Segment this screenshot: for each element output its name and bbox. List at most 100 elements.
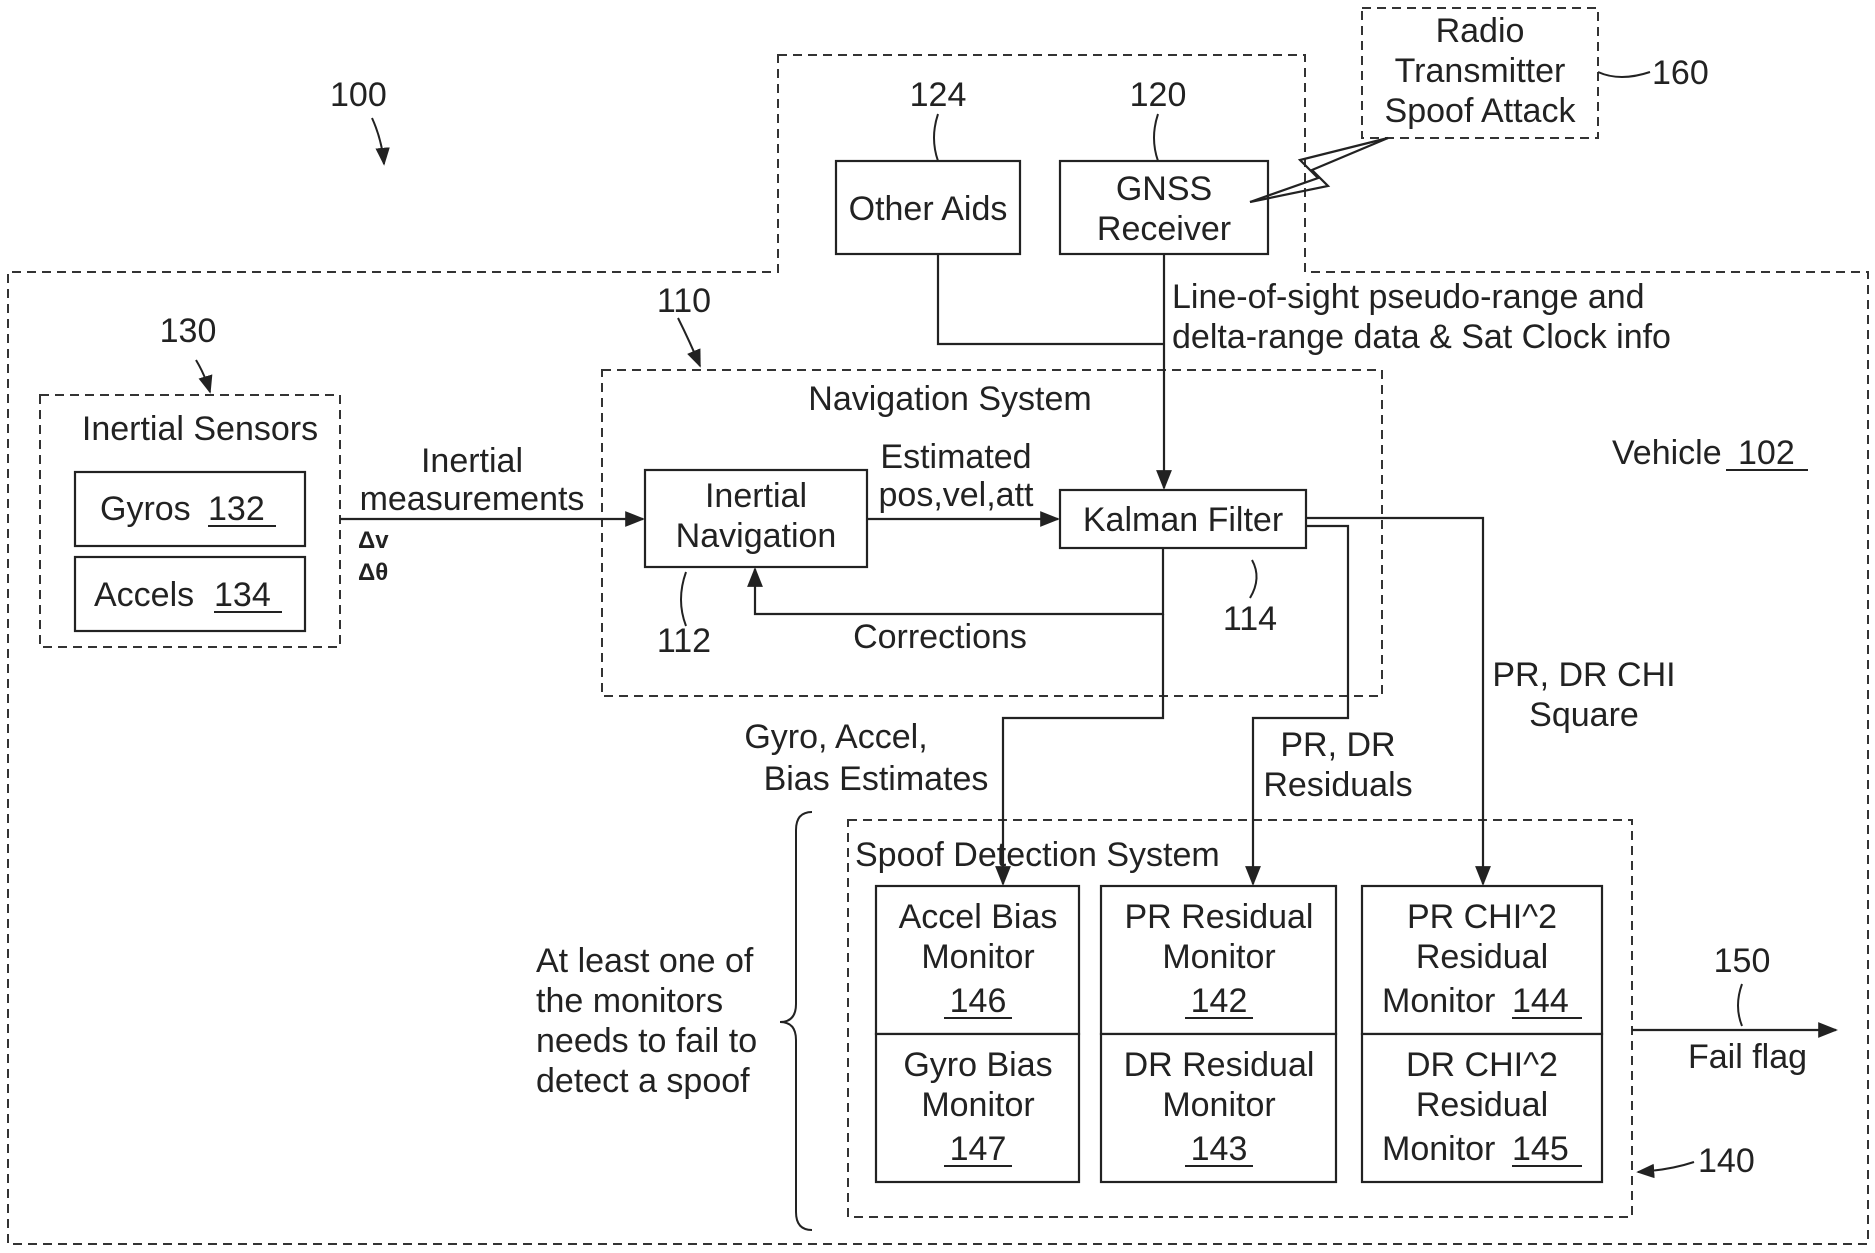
pr-chi-monitor-word: Monitor [1382, 982, 1495, 1020]
ref-112-leader [680, 571, 687, 627]
ref-160: 160 [1652, 54, 1709, 92]
pr-residual-line1: PR Residual [1125, 898, 1314, 936]
ref-150-leader [1737, 983, 1743, 1027]
navigation-system-title: Navigation System [808, 380, 1091, 418]
chi-square-arrow [1306, 516, 1491, 886]
other-aids-line [936, 254, 1164, 346]
gnss-receiver-box [1058, 159, 1270, 256]
delta-theta-label: Δθ [358, 559, 388, 586]
ref-140-arrow [1636, 1161, 1695, 1179]
dr-residual-ref: 143 [1191, 1130, 1248, 1168]
gnss-data-line2: delta-range data & Sat Clock info [1172, 318, 1671, 356]
monitor-brace [779, 811, 813, 1231]
accel-bias-line2: Monitor [921, 938, 1034, 976]
dr-residual-monitor-box [1099, 1032, 1338, 1184]
dr-chi-line1: DR CHI^2 [1406, 1046, 1558, 1084]
inertial-nav-line1: Inertial [705, 477, 807, 515]
dr-chi-line2: Residual [1416, 1086, 1548, 1124]
gyros-label: Gyros [100, 490, 191, 528]
accel-bias-monitor-box [874, 884, 1081, 1036]
residuals-line2: Residuals [1263, 766, 1412, 804]
estimated-line1: Estimated [880, 438, 1031, 476]
spoof-lightning-icon [1249, 136, 1389, 204]
corrections-label: Corrections [853, 618, 1027, 656]
accels-ref: 134 [214, 576, 271, 614]
gnss-label-line1: GNSS [1116, 170, 1212, 208]
ref-130-arrow [195, 359, 213, 394]
spoof-detection-title: Spoof Detection System [855, 836, 1220, 874]
kalman-filter-label: Kalman Filter [1083, 501, 1283, 539]
ref-110: 110 [657, 282, 711, 320]
ref-160-leader [1597, 71, 1651, 78]
pr-residual-monitor-box [1099, 884, 1338, 1036]
pr-chi-line2: Residual [1416, 938, 1548, 976]
chi-square-line1: PR, DR CHI [1492, 656, 1675, 694]
radio-label-line3: Spoof Attack [1385, 92, 1577, 130]
ref-130: 130 [160, 312, 217, 350]
accels-label: Accels [94, 576, 194, 614]
dr-residual-line1: DR Residual [1124, 1046, 1315, 1084]
inertial-measurements-line2: measurements [360, 480, 585, 518]
gyro-bias-line2: Monitor [921, 1086, 1034, 1124]
gyros-box [73, 470, 307, 548]
pr-residual-line2: Monitor [1162, 938, 1275, 976]
pr-residual-ref: 142 [1191, 982, 1248, 1020]
gyros-ref: 132 [208, 490, 265, 528]
other-aids-box [834, 159, 1022, 256]
inertial-sensors-title: Inertial Sensors [82, 410, 318, 448]
bias-estimates-arrow [995, 614, 1165, 886]
estimated-line2: pos,vel,att [879, 476, 1035, 514]
accel-bias-ref: 146 [950, 982, 1007, 1020]
accel-bias-line1: Accel Bias [899, 898, 1058, 936]
ref-100-arrow [371, 117, 390, 166]
inertial-nav-line2: Navigation [676, 517, 837, 555]
ref-120: 120 [1130, 76, 1187, 114]
vehicle-label: Vehicle [1612, 434, 1722, 472]
ref-140: 140 [1698, 1142, 1755, 1180]
gnss-data-line1: Line-of-sight pseudo-range and [1172, 278, 1645, 316]
spoof-detection-box [847, 819, 1633, 1218]
spoof-lightning-icon [1249, 136, 1389, 204]
figure-number: 100 [330, 76, 387, 114]
gyro-bias-line1: Gyro Bias [903, 1046, 1052, 1084]
corrections-arrow [747, 548, 1165, 616]
ref-124: 124 [910, 76, 967, 114]
ref-120-leader [1153, 113, 1159, 162]
monitor-note-line3: needs to fail to [536, 1022, 757, 1060]
accels-box [73, 555, 307, 633]
inertial-sensors-box [39, 394, 341, 648]
pr-chi-ref: 144 [1512, 982, 1569, 1020]
radio-label-line2: Transmitter [1395, 52, 1566, 90]
chi-square-line2: Square [1529, 696, 1639, 734]
ref-110-arrow [677, 317, 701, 368]
inertial-measurements-line1: Inertial [421, 442, 523, 480]
fail-flag-label: Fail flag [1688, 1038, 1807, 1076]
residuals-line1: PR, DR [1280, 726, 1395, 764]
ref-114-leader [1249, 559, 1258, 599]
monitor-note-line2: the monitors [536, 982, 723, 1020]
dr-chi-monitor-word: Monitor [1382, 1130, 1495, 1168]
bias-estimates-line1: Gyro, Accel, [744, 718, 927, 756]
radio-label-line1: Radio [1436, 12, 1525, 50]
dr-chi-ref: 145 [1512, 1130, 1569, 1168]
vehicle-ref: 102 [1738, 434, 1795, 472]
residuals-arrow [1245, 524, 1350, 886]
monitor-note-line4: detect a spoof [536, 1062, 750, 1100]
ref-150: 150 [1714, 942, 1771, 980]
bias-estimates-line2: Bias Estimates [764, 760, 989, 798]
delta-v-label: Δv [358, 527, 389, 554]
gyro-bias-monitor-box [874, 1032, 1081, 1184]
gnss-label-line2: Receiver [1097, 210, 1231, 248]
gyro-bias-ref: 147 [950, 1130, 1007, 1168]
ref-114: 114 [1223, 600, 1277, 638]
pr-chi-monitor-box [1360, 884, 1604, 1036]
other-aids-label: Other Aids [849, 190, 1008, 228]
pr-chi-line1: PR CHI^2 [1407, 898, 1557, 936]
monitor-note-line1: At least one of [536, 942, 754, 980]
ref-112: 112 [657, 622, 711, 660]
ref-124-leader [933, 113, 939, 162]
dr-residual-line2: Monitor [1162, 1086, 1275, 1124]
navigation-system-box [601, 369, 1383, 697]
dr-chi-monitor-box [1360, 1032, 1604, 1184]
